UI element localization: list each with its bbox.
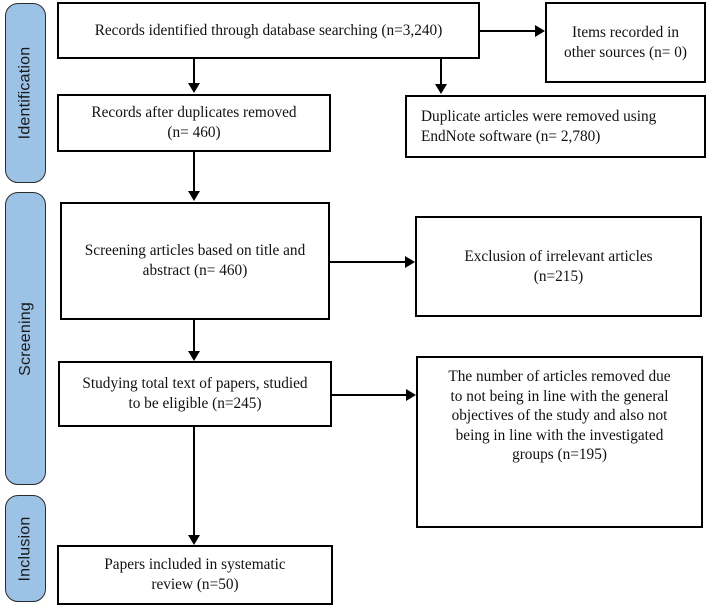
box-full-text-eligible-text: Studying total text of papers, studied t… [82,375,308,412]
connector-full-text-to-removed [332,389,417,401]
connector-identified-to-duplicates-removed [435,59,447,95]
stage-label-identification: Identification [16,46,34,140]
box-removed-not-in-line: The number of articles removed due to no… [416,356,703,528]
box-removed-not-in-line-text: The number of articles removed due to no… [448,368,671,464]
stage-tab-screening: Screening [5,192,46,485]
box-items-other-sources: Items recorded in other sources (n= 0) [545,2,706,83]
stage-label-inclusion: Inclusion [16,516,34,581]
stage-label-screening: Screening [16,301,34,376]
box-papers-included-text: Papers included in systematic review (n=… [104,556,286,593]
box-papers-included: Papers included in systematic review (n=… [57,545,333,605]
connector-screening-to-exclusion [330,256,415,268]
box-exclusion-irrelevant-text: Exclusion of irrelevant articles (n=215) [464,247,653,285]
connector-identified-to-after-duplicates [188,59,200,94]
box-screening-title-abstract: Screening articles based on title and ab… [60,202,330,320]
box-items-other-sources-text: Items recorded in other sources (n= 0) [564,23,687,61]
connector-identified-to-other-sources [480,25,545,37]
box-duplicates-removed: Duplicate articles were removed using En… [405,95,706,158]
box-records-identified: Records identified through database sear… [57,2,480,59]
connector-screening-to-full-text [188,320,200,362]
box-duplicates-removed-text: Duplicate articles were removed using En… [421,107,657,145]
connector-after-duplicates-to-screening [188,152,200,202]
box-screening-title-abstract-text: Screening articles based on title and ab… [84,242,306,279]
connector-full-text-to-papers-included [188,427,200,547]
box-records-after-duplicates: Records after duplicates removed (n= 460… [57,94,331,152]
box-records-identified-text: Records identified through database sear… [94,21,443,39]
stage-tab-identification: Identification [5,3,46,183]
box-exclusion-irrelevant: Exclusion of irrelevant articles (n=215) [415,216,702,317]
box-records-after-duplicates-text: Records after duplicates removed (n= 460… [91,104,297,141]
stage-tab-inclusion: Inclusion [5,495,46,602]
box-full-text-eligible: Studying total text of papers, studied t… [58,361,332,427]
